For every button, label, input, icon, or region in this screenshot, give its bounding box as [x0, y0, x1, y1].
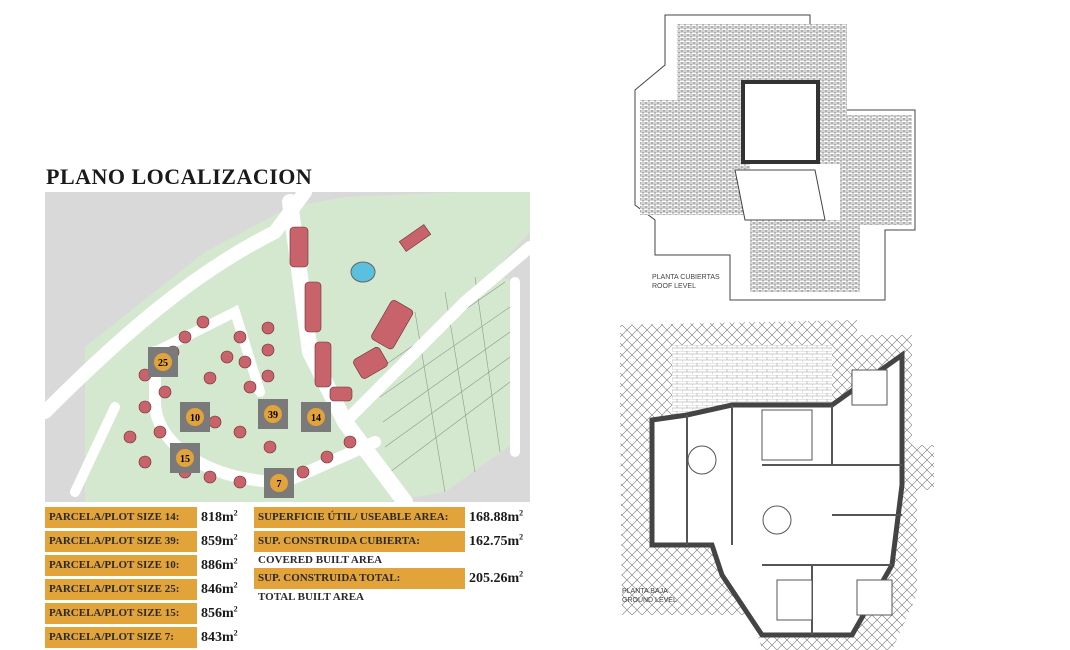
- plot-size-row: PARCELA/PLOT SIZE 15:856m2: [45, 603, 238, 624]
- area-row-useable: SUPERFICIE ÚTIL/ USEABLE AREA:168.88m2: [254, 507, 523, 528]
- plot-25-marker: 25: [148, 347, 178, 377]
- plot-number: 7: [277, 479, 282, 490]
- interior-walls: [686, 405, 902, 635]
- plot-7-marker: 7: [264, 468, 294, 498]
- plot-39-marker: 39: [258, 399, 288, 429]
- plot-number: 14: [311, 413, 321, 424]
- pool: [350, 261, 376, 283]
- plot-size-row: PARCELA/PLOT SIZE 25:846m2: [45, 579, 238, 600]
- living-room-sofa: [761, 409, 813, 461]
- plot-number: 15: [180, 454, 190, 465]
- roof-terrace: [741, 80, 820, 164]
- plot-15-marker: 15: [170, 443, 200, 473]
- ground-plan-drawing: [620, 320, 934, 650]
- kitchen-table: [762, 505, 792, 535]
- dining-table: [687, 445, 717, 475]
- plot-size-row: PARCELA/PLOT SIZE 10:886m2: [45, 555, 238, 576]
- plot-number: 25: [158, 358, 168, 369]
- green-plots-east: [355, 262, 515, 502]
- plot-size-row: PARCELA/PLOT SIZE 14:818m2: [45, 507, 238, 528]
- covered-area-sublabel: COVERED BUILT AREA: [258, 554, 383, 566]
- highlighted-plots: 25 10 39 14 15 7: [148, 347, 331, 498]
- page-title: PLANO LOCALIZACION: [46, 164, 313, 189]
- roof-plan-drawing: [634, 14, 916, 301]
- plot-14-marker: 14: [301, 402, 331, 432]
- houses: [123, 224, 432, 489]
- plot-size-row: PARCELA/PLOT SIZE 39:859m2: [45, 531, 238, 552]
- bed: [851, 369, 888, 406]
- area-row-covered: SUP. CONSTRUIDA CUBIERTA:162.75m2: [254, 531, 523, 552]
- total-area-sublabel: TOTAL BUILT AREA: [258, 591, 364, 603]
- area-row-total: SUP. CONSTRUIDA TOTAL:205.26m2: [254, 568, 523, 589]
- plot-size-row: PARCELA/PLOT SIZE 7:843m2: [45, 627, 238, 648]
- bed: [776, 579, 813, 621]
- plot-number: 39: [268, 410, 278, 421]
- bed: [856, 579, 893, 616]
- plot-number: 10: [190, 413, 200, 424]
- location-map: 25 10 39 14 15 7: [45, 192, 530, 502]
- plot-10-marker: 10: [180, 402, 210, 432]
